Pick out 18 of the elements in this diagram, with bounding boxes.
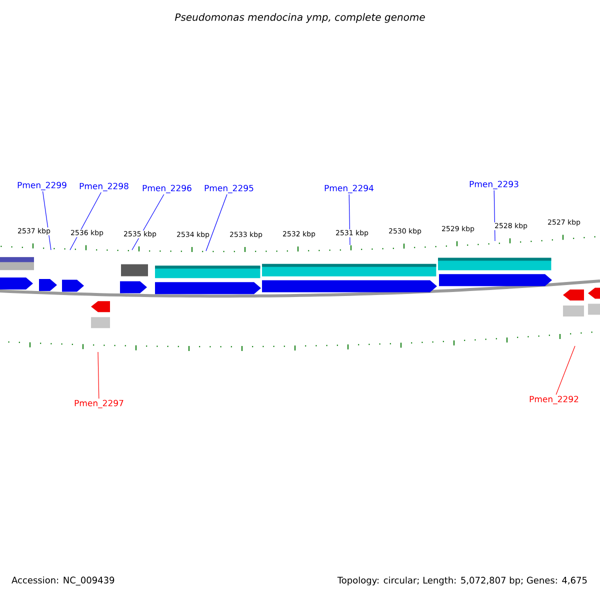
title: Pseudomonas mendocina ymp, complete genome <box>174 13 425 23</box>
leader-line <box>70 192 102 250</box>
leader-line <box>206 194 228 252</box>
gene-label: Pmen_2294 <box>324 184 374 194</box>
gene-label: Pmen_2298 <box>80 182 128 192</box>
gene-label: Pmen_2296 <box>142 184 192 194</box>
gene-label: Pmen_2295 <box>204 184 254 194</box>
accession-text: Accession: NC_009439 <box>12 576 114 586</box>
leader-line <box>348 194 350 246</box>
leader-line <box>494 190 496 242</box>
gene-label: Pmen_2292 <box>530 396 578 404</box>
gene-label: Pmen_2297 <box>74 400 124 408</box>
leader-line <box>556 346 576 395</box>
leader-line <box>42 191 52 250</box>
gene-label: Pmen_2299 <box>18 182 66 190</box>
genome-info-text: Topology: circular; Length: 5,072,807 bp; Genes: 4,675 <box>337 576 587 586</box>
gene-label: Pmen_2293 <box>470 180 518 190</box>
leader-line <box>98 352 100 399</box>
